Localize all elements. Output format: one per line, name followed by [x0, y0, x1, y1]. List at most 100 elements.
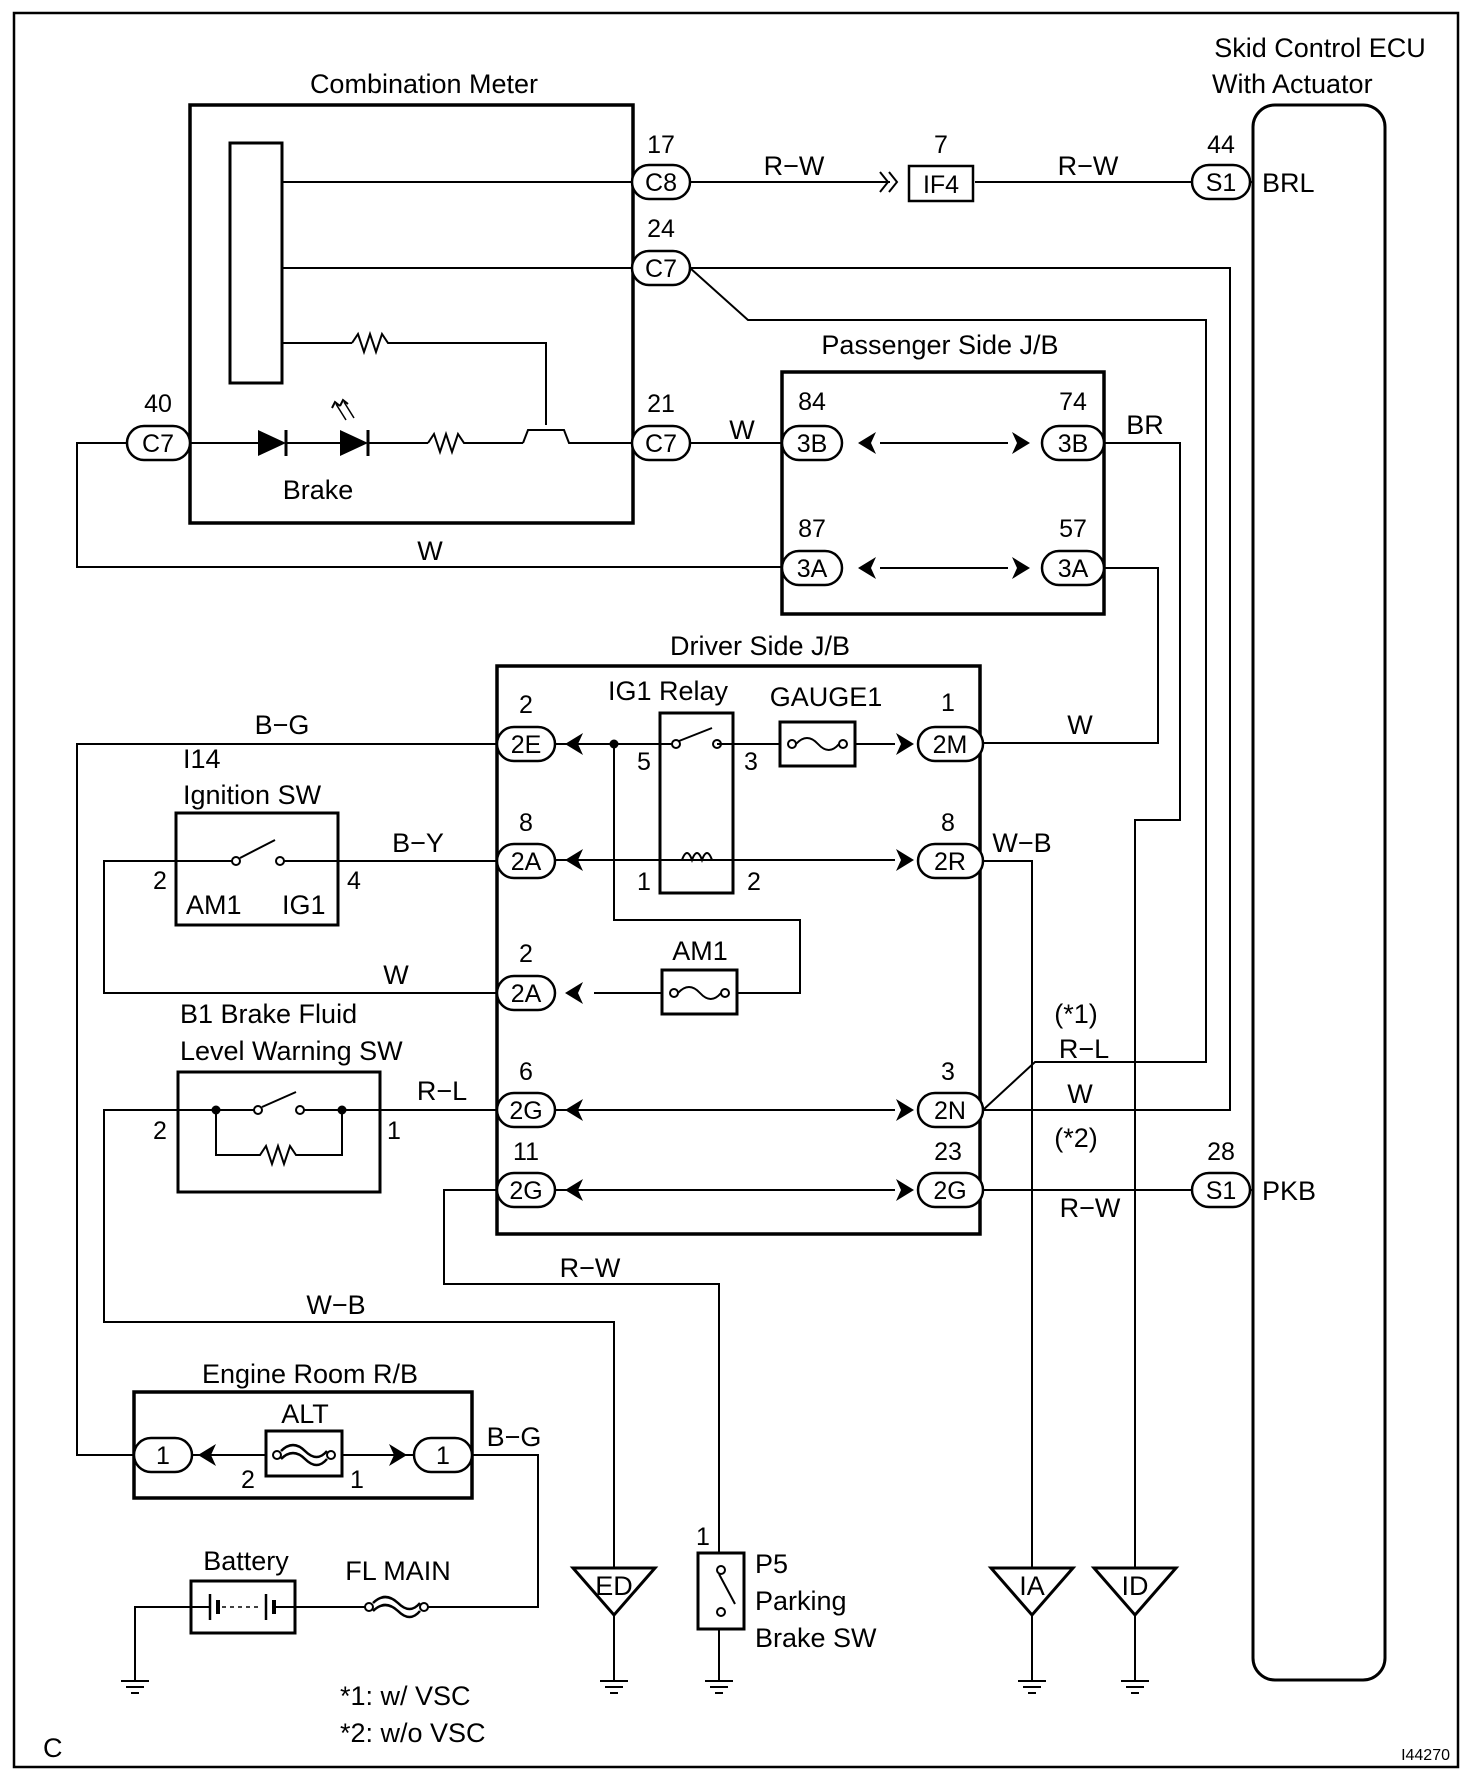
- connector-2m-label: 2M: [933, 731, 968, 759]
- connector-3a-87: [780, 549, 844, 587]
- connector-3a-57: [1040, 549, 1106, 587]
- wire-bg-rb: B−G: [487, 1422, 542, 1452]
- b1-pin-1: 1: [387, 1117, 401, 1145]
- connector-2g-23-label: 2G: [933, 1177, 966, 1205]
- ignition-sw-box: [174, 811, 340, 927]
- note-vsc1: (*1): [1054, 999, 1098, 1029]
- engine-rb-label: Engine Room R/B: [202, 1359, 418, 1389]
- b1-pin-2: 2: [153, 1117, 167, 1145]
- connector-rb-1-left-label: 1: [156, 1442, 170, 1470]
- skid-ecu-label-line1: Skid Control ECU: [1214, 33, 1426, 63]
- parking-brake-switch-contact: [716, 1565, 736, 1617]
- connector-2g-11-label: 2G: [509, 1177, 542, 1205]
- ig1-relay-box: [658, 711, 735, 895]
- connector-3b-74-label: 3B: [1058, 430, 1089, 458]
- pin-2a-8: 8: [519, 809, 533, 837]
- connector-2a-2: [495, 974, 557, 1012]
- pin-40: 40: [144, 390, 172, 418]
- connector-2a-2-label: 2A: [511, 980, 542, 1008]
- ig1-relay-internal: [660, 727, 733, 863]
- connector-rb-1-right: [412, 1436, 474, 1474]
- connector-2g-11: [495, 1171, 557, 1209]
- combination-meter-label: Combination Meter: [310, 69, 538, 99]
- pin-84: 84: [798, 388, 826, 416]
- connector-2a-8: [495, 842, 557, 880]
- connector-rb-1-left: [132, 1436, 194, 1474]
- ig1-relay-label: IG1 Relay: [608, 676, 729, 706]
- note-vsc2: (*2): [1054, 1123, 1098, 1153]
- ground-symbols: [120, 1566, 1180, 1694]
- connector-s1-28: [1190, 1171, 1252, 1209]
- brl-terminal-label: BRL: [1262, 168, 1315, 198]
- connector-c7-40: [125, 424, 192, 462]
- ground-ed-label: ED: [595, 1571, 633, 1601]
- wire-by: B−Y: [392, 828, 444, 858]
- connector-3a-57-label: 3A: [1058, 555, 1089, 583]
- pin-2e-2: 2: [519, 691, 533, 719]
- connector-s1-28-label: S1: [1206, 1177, 1237, 1205]
- connector-2r: [916, 842, 985, 880]
- pin-87: 87: [798, 515, 826, 543]
- ignition-ref-label: I14: [183, 744, 221, 774]
- pin-7: 7: [934, 131, 948, 159]
- pin-6: 6: [519, 1058, 533, 1086]
- connector-c8-label: C8: [645, 169, 677, 197]
- am1-fuse-label: AM1: [672, 936, 728, 966]
- alt-pin-1: 1: [350, 1466, 364, 1494]
- wire-rl-b1: R−L: [417, 1076, 467, 1106]
- engine-room-rb-box: [132, 1390, 474, 1500]
- driver-side-jb-box: [495, 664, 982, 1236]
- pkb-terminal-label: PKB: [1262, 1176, 1316, 1206]
- skid-ecu-label-line2: With Actuator: [1212, 69, 1373, 99]
- connector-if4: [907, 164, 975, 203]
- alt-pin-2: 2: [241, 1466, 255, 1494]
- wire-w-2m: W: [1067, 710, 1093, 740]
- gauge1-label: GAUGE1: [770, 682, 883, 712]
- wire-rw-pkb: R−W: [1060, 1193, 1121, 1223]
- wire-rw-p5: R−W: [560, 1253, 621, 1283]
- battery-cells: [191, 1594, 295, 1620]
- connector-2n: [916, 1091, 985, 1129]
- pin-24: 24: [647, 215, 675, 243]
- ground-id: [1090, 1566, 1180, 1618]
- wire-rw-1: R−W: [764, 151, 825, 181]
- connector-c8: [630, 163, 692, 201]
- wire-wb-2r: W−B: [992, 828, 1051, 858]
- relay-pin-5: 5: [637, 748, 651, 776]
- wire-wb-ed: W−B: [306, 1290, 365, 1320]
- relay-pin-1: 1: [637, 868, 651, 896]
- fuse-symbols: [272, 737, 848, 1619]
- p5-label-line2: Brake SW: [755, 1623, 877, 1653]
- connector-2g-6-label: 2G: [509, 1097, 542, 1125]
- p5-ref-label: P5: [755, 1549, 788, 1579]
- pin-57: 57: [1059, 515, 1087, 543]
- pin-23: 23: [934, 1138, 962, 1166]
- ground-id-label: ID: [1122, 1571, 1149, 1601]
- b1-switch-contacts: [178, 1091, 380, 1168]
- connector-s1-44: [1190, 163, 1252, 201]
- alt-fuse-box: [264, 1429, 344, 1478]
- ground-ia-label: IA: [1019, 1571, 1045, 1601]
- parking-brake-sw-box: [696, 1551, 746, 1631]
- connector-2a-8-label: 2A: [511, 848, 542, 876]
- connector-3b-84-label: 3B: [797, 430, 828, 458]
- skid-control-ecu-box: [1251, 103, 1387, 1682]
- passenger-jb-label: Passenger Side J/B: [821, 330, 1058, 360]
- pin-74: 74: [1059, 388, 1087, 416]
- figure-id: I44270: [1401, 1747, 1450, 1764]
- driver-jb-label: Driver Side J/B: [670, 631, 850, 661]
- battery-label: Battery: [203, 1546, 289, 1576]
- connectors: C8 C7 C7 C7 IF4 S1 S1 3B 3B 3A 3A 2E 2M …: [125, 163, 1252, 1474]
- connector-3b-74: [1040, 424, 1106, 462]
- p5-label-line1: Parking: [755, 1586, 847, 1616]
- connector-2e-label: 2E: [511, 731, 542, 759]
- footnote-vsc2: *2: w/o VSC: [340, 1718, 486, 1748]
- relay-pin-2: 2: [747, 868, 761, 896]
- connector-2r-label: 2R: [934, 848, 966, 876]
- ignition-am1-label: AM1: [186, 890, 242, 920]
- connector-c7-21: [630, 424, 692, 462]
- corner-label: C: [43, 1733, 63, 1763]
- connector-2m: [916, 725, 985, 763]
- ignition-sw-label: Ignition SW: [183, 780, 322, 810]
